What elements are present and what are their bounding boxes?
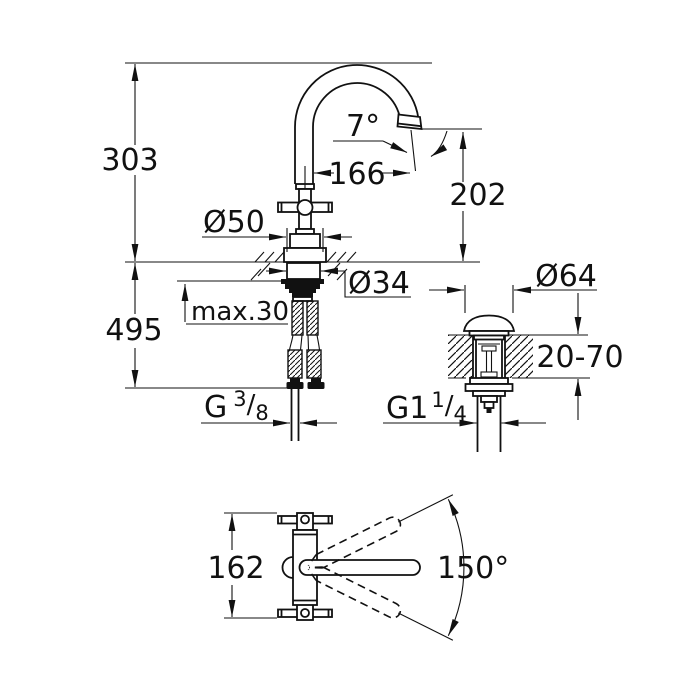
reference-lines — [125, 62, 482, 389]
spout-axis-line — [410, 129, 417, 172]
faucet-body — [283, 233, 327, 263]
dim-flange-diameter-label: Ø64 — [535, 259, 597, 294]
drain-tailpipe — [476, 396, 502, 452]
drain-dome-cap — [462, 314, 516, 332]
dim-hole-diameter: Ø34 — [266, 266, 411, 301]
swivel-range: 150° — [307, 494, 509, 641]
angle-arc-arrow — [430, 130, 448, 157]
mounting-shank — [281, 262, 324, 302]
spout-pivot-bump — [281, 556, 294, 579]
spout-aerator — [396, 113, 423, 131]
faucet-base — [283, 247, 327, 263]
dim-counter-range: 20-70 — [536, 293, 624, 420]
supply-hoses — [286, 300, 325, 389]
drain-popup — [462, 314, 516, 452]
dim-total-height-label: 303 — [101, 143, 158, 178]
dim-counter-range-label: 20-70 — [536, 340, 623, 375]
handle-hub — [296, 199, 314, 216]
supply-pipe — [290, 389, 300, 441]
dim-spout-angle: 7° — [333, 109, 448, 157]
dim-spout-reach-label: 166 — [328, 157, 385, 192]
dim-hose-length: 495 — [105, 263, 163, 387]
dim-swivel-angle-label: 150° — [437, 551, 509, 586]
dim-body-diameter-label: Ø50 — [203, 205, 265, 240]
swivel-position-lower — [307, 566, 454, 641]
top-handles — [277, 512, 333, 621]
dim-spout-reach: 166 — [304, 157, 410, 192]
dim-spout-height-label: 202 — [449, 178, 506, 213]
dim-flange-diameter: Ø64 — [429, 259, 597, 313]
dim-body-diameter: Ø50 — [202, 205, 352, 252]
cross-handle — [277, 183, 333, 235]
dim-hole-diameter-label: Ø34 — [348, 266, 410, 301]
dim-body-width-label: 162 — [207, 551, 264, 586]
front-view: 303 495 Ø50 Ø34 max.30 — [101, 62, 507, 441]
dim-max-counter-thickness: max.30 — [181, 284, 289, 327]
dim-spout-angle-label: 7° — [346, 109, 380, 144]
gooseneck-spout — [294, 64, 423, 184]
swivel-arc — [447, 498, 465, 637]
dim-body-width: 162 — [207, 512, 277, 619]
hose-connectors — [286, 378, 325, 389]
top-view: 150° 162 — [207, 494, 509, 641]
dim-total-height: 303 — [101, 64, 159, 261]
counter-section — [448, 334, 590, 379]
dim-max-counter-thickness-label: max.30 — [191, 297, 289, 327]
dim-hose-length-label: 495 — [105, 313, 162, 348]
dim-spout-height: 202 — [449, 132, 507, 261]
